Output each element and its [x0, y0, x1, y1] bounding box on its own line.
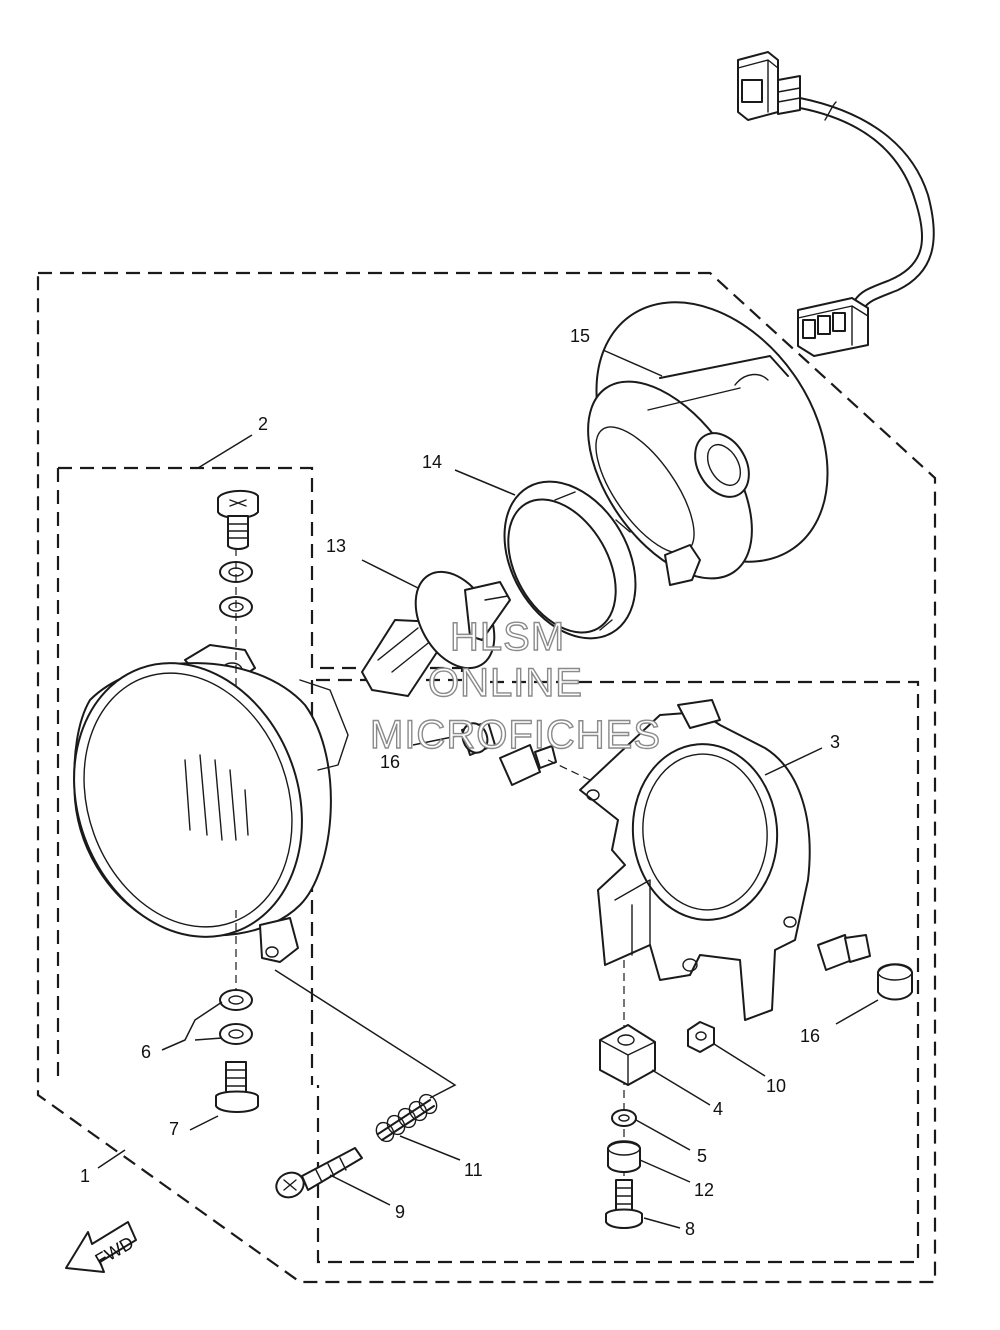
callout-1-leader [97, 1149, 126, 1169]
callout-2: 2 [258, 414, 268, 434]
wire-connector-icon [737, 51, 801, 121]
halogen-bulb-part [361, 570, 511, 697]
washer-part [228, 995, 244, 1005]
watermark-line-3: MICROFICHES [370, 713, 661, 757]
callout-16a: 16 [380, 752, 400, 772]
callout-7-leader [189, 1115, 219, 1131]
callout-3: 3 [830, 732, 840, 752]
callout-3-leader [764, 747, 823, 776]
callout-4: 4 [713, 1099, 723, 1119]
washer-part [219, 989, 253, 1011]
callout-14-leader [454, 469, 516, 496]
callout-15: 15 [570, 326, 590, 346]
callout-8-leader [643, 1217, 681, 1229]
watermark: HLSM ONLINE MICROFICHES [369, 614, 661, 757]
grommet-part [461, 721, 496, 756]
callout-6-leader [161, 1001, 223, 1051]
bulb-retaining-ring-part [503, 480, 637, 640]
grommet-part [877, 963, 913, 1001]
callout-16b: 16 [800, 1026, 820, 1046]
callout-9-leader [329, 1174, 391, 1206]
headlight-bracket-part [579, 699, 811, 1021]
pin-part [817, 934, 871, 971]
callout-9: 9 [395, 1202, 405, 1222]
headlight-housing-part [587, 301, 829, 586]
callout-11-leader [399, 1135, 461, 1161]
wire-harness [799, 97, 935, 309]
washer-part [228, 1029, 244, 1039]
washer-part [618, 1114, 630, 1122]
nut-part [687, 1021, 715, 1053]
callout-16b-leader [835, 999, 879, 1025]
pan-head-screw-part [217, 490, 259, 550]
washer-part [611, 1109, 637, 1127]
callout-10: 10 [766, 1076, 786, 1096]
callout-12: 12 [694, 1180, 714, 1200]
callout-16a-leader [412, 734, 463, 746]
callout-4-leader [651, 1069, 711, 1106]
spring-leader [274, 969, 457, 1099]
washer-part [219, 1023, 253, 1045]
watermark-line-1: HLSM [450, 615, 565, 659]
callout-8: 8 [685, 1219, 695, 1239]
callout-12-leader [639, 1159, 691, 1183]
callout-15-leader [602, 349, 663, 377]
assembly-1-boundary [36, 271, 937, 1284]
callout-1: 1 [80, 1166, 90, 1186]
callout-10-leader [713, 1043, 766, 1077]
callout-5-leader [635, 1119, 691, 1151]
wire-connector-icon [797, 297, 869, 357]
callout-14: 14 [422, 452, 442, 472]
callout-11: 11 [464, 1160, 483, 1180]
mounting-bolt-part [215, 1061, 259, 1113]
watermark-line-2: ONLINE [428, 661, 583, 705]
spring-part [375, 1093, 438, 1143]
rubber-damper-part [607, 1140, 641, 1173]
screw-part [605, 1179, 643, 1229]
forward-arrow-icon: FWD [65, 1221, 137, 1273]
callout-13-leader [361, 559, 419, 589]
callout-5: 5 [697, 1146, 707, 1166]
bracket-clip-part [599, 1024, 656, 1086]
headlight-unit-part [73, 644, 349, 963]
pin-part [499, 744, 557, 786]
center-line [547, 759, 591, 781]
callout-6: 6 [141, 1042, 151, 1062]
callout-7: 7 [169, 1119, 179, 1139]
adjusting-screw-part [275, 1147, 363, 1199]
callout-13: 13 [326, 536, 346, 556]
callout-2-leader [197, 434, 253, 469]
